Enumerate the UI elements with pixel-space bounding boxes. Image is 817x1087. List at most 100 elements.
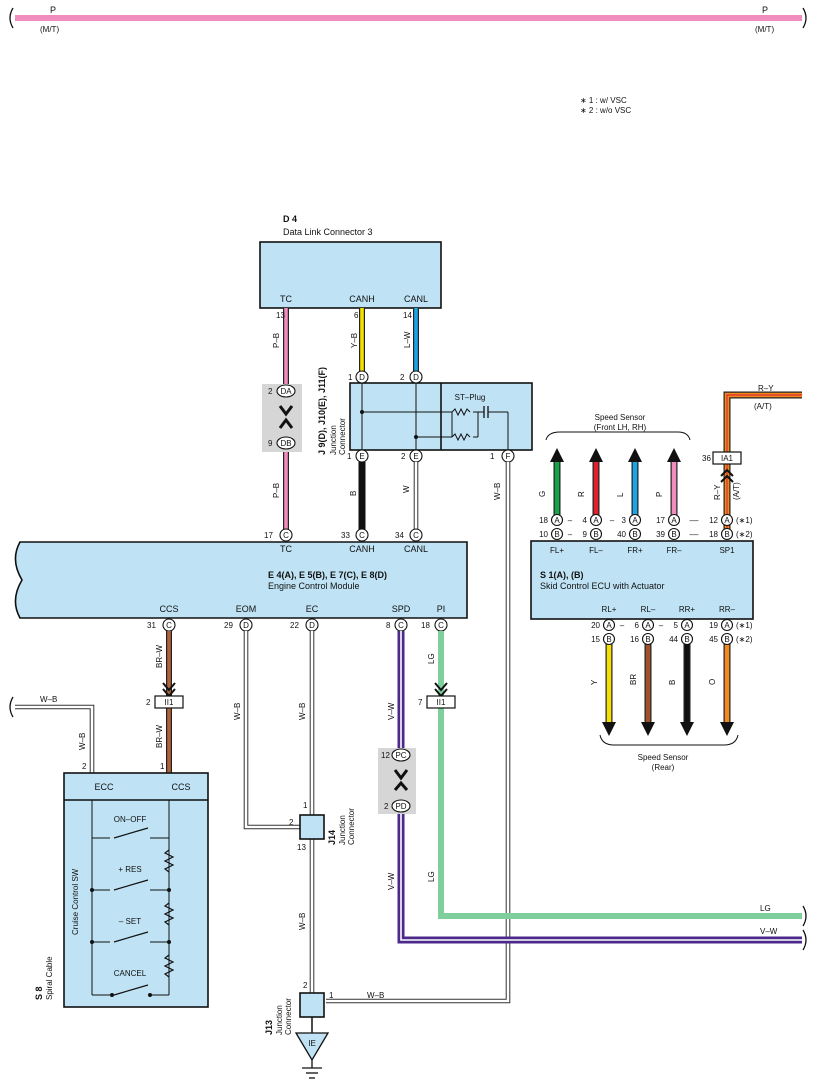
svg-text:DA: DA <box>280 387 292 396</box>
svg-text:CCS: CCS <box>171 782 190 792</box>
svg-text:IE: IE <box>308 1039 316 1048</box>
svg-text:RL–: RL– <box>641 605 656 614</box>
svg-text:2: 2 <box>303 981 308 990</box>
pin-letter: A <box>554 516 560 525</box>
svg-text:22: 22 <box>290 621 299 630</box>
svg-text:BR–W: BR–W <box>155 644 164 668</box>
pin-letter: B <box>606 635 611 644</box>
svg-text:W: W <box>402 485 411 493</box>
pin-number: 12 <box>709 516 718 525</box>
junction-connector-j14: 1 2 13 J14 Junction Connector <box>289 801 356 852</box>
pin-number: 44 <box>669 635 678 644</box>
svg-text:PC: PC <box>395 751 406 760</box>
svg-text:2: 2 <box>401 452 406 461</box>
arrow-down-icon <box>602 722 616 736</box>
engine-control-module: TC CANH CANL E 4(A), E 5(B), E 7(C), E 8… <box>14 541 468 619</box>
svg-text:29: 29 <box>224 621 233 630</box>
pin-number: 20 <box>591 621 600 630</box>
component-code: E 4(A), E 5(B), E 7(C), E 8(D) <box>268 570 387 580</box>
wire-color: Y–B <box>350 333 359 348</box>
component-code: J 9(D), J10(E), J11(F) <box>317 367 327 455</box>
break-icon <box>802 929 807 951</box>
wire-color: P–B <box>272 333 281 348</box>
svg-text:CANCEL: CANCEL <box>114 969 147 978</box>
pin-circle <box>720 527 734 541</box>
svg-text:PI: PI <box>437 604 446 614</box>
pin-name: CANH <box>349 294 375 304</box>
pin-letter: A <box>606 621 612 630</box>
skid-control-ecu: S 1(A), (B) Skid Control ECU with Actuat… <box>530 540 754 620</box>
pin-number: 6 <box>354 311 359 320</box>
svg-text:2: 2 <box>400 373 405 382</box>
svg-text:W–B: W–B <box>40 695 57 704</box>
pin-letter: B <box>632 530 637 539</box>
svg-text:PD: PD <box>395 802 406 811</box>
svg-text:W–B: W–B <box>298 703 307 720</box>
svg-text:(Rear): (Rear) <box>652 763 675 772</box>
pin-circle <box>720 632 734 646</box>
pin-circle <box>720 618 734 632</box>
svg-text:(A/T): (A/T) <box>732 482 741 500</box>
pin-number: 18 <box>539 516 548 525</box>
pin-circle <box>680 632 694 646</box>
pin-circle <box>602 618 616 632</box>
wire-label: P <box>762 5 768 15</box>
pin-number: 10 <box>539 530 548 539</box>
svg-text:1: 1 <box>329 991 334 1000</box>
svg-text:(A/T): (A/T) <box>754 402 772 411</box>
wire-color: P–B <box>272 483 281 498</box>
pin-letter: A <box>684 621 690 630</box>
pin-letter: A <box>724 621 730 630</box>
component-code: S 1(A), (B) <box>540 570 584 580</box>
svg-text:FR–: FR– <box>666 546 682 555</box>
svg-text:FL–: FL– <box>589 546 603 555</box>
svg-text:Spiral Cable: Spiral Cable <box>45 956 54 1000</box>
svg-text:12: 12 <box>381 751 390 760</box>
cruise-control-switch: ECC CCS ON–OFF + RES – SET CANCEL Cruise… <box>34 772 209 1008</box>
svg-text:SP1: SP1 <box>719 546 735 555</box>
component-code: S 8 <box>34 986 44 1000</box>
svg-text:W–B: W–B <box>493 483 502 500</box>
wire-color: B <box>668 680 677 685</box>
pin-circle <box>550 527 564 541</box>
svg-text:2: 2 <box>146 698 151 707</box>
wire-color: O <box>708 679 717 685</box>
svg-text:C: C <box>413 531 419 540</box>
pin-name: TC <box>280 294 292 304</box>
wire-ccs: II1 2 <box>146 631 184 773</box>
arrow-up-icon <box>550 448 564 462</box>
svg-text:CANL: CANL <box>404 544 428 554</box>
arrow-down-icon <box>641 722 655 736</box>
svg-text:RR+: RR+ <box>679 605 696 614</box>
pin-number: – <box>620 621 625 630</box>
pin-number: 19 <box>709 621 718 630</box>
svg-text:FL+: FL+ <box>550 546 564 555</box>
ground-point-icon <box>294 1032 330 1062</box>
svg-text:Cruise Control SW: Cruise Control SW <box>71 868 80 935</box>
pin-number: 6 <box>635 621 640 630</box>
svg-text:RR–: RR– <box>719 605 736 614</box>
svg-text:LG: LG <box>760 904 771 913</box>
component-code: J14 <box>327 830 337 845</box>
note-line-1: ∗ 1 : w/ VSC <box>580 96 627 105</box>
wire-sp1: IA1 36 <box>702 391 802 533</box>
svg-text:LG: LG <box>427 871 436 882</box>
svg-text:F: F <box>506 452 511 461</box>
svg-text:36: 36 <box>702 454 711 463</box>
component-name: Engine Control Module <box>268 581 360 591</box>
svg-text:LG: LG <box>427 653 436 664</box>
pin-circle <box>641 618 655 632</box>
pin-number: 14 <box>403 311 412 320</box>
pin-number: (∗1) <box>736 621 753 630</box>
svg-text:W–B: W–B <box>78 733 87 750</box>
break-right-icon <box>802 7 807 29</box>
wire-color: P <box>655 492 664 497</box>
wire-note: (M/T) <box>755 25 774 34</box>
pin-number: 16 <box>630 635 639 644</box>
pin-letter: B <box>671 530 676 539</box>
wire-color: L <box>616 492 625 497</box>
pin-circle <box>602 632 616 646</box>
arrow-up-icon <box>628 448 642 462</box>
